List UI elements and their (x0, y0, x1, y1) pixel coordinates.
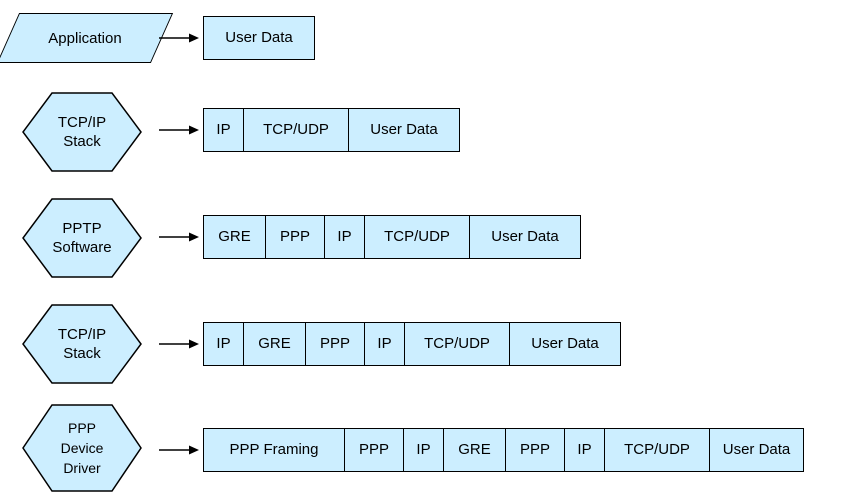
diagram-row-pptp-software: PPTP Software GRE PPP IP TCP/UDP User Da… (0, 0, 844, 278)
packet-field: User Data (710, 429, 803, 471)
packet-field: GRE (204, 216, 266, 258)
diagram-row-tcpip-1: TCP/IP Stack IP TCP/UDP User Data (0, 0, 844, 172)
packet-field: PPP (345, 429, 404, 471)
layer-label-tcpip-stack-2: TCP/IP Stack (57, 326, 107, 362)
arrow-right-icon-row-1 (159, 32, 199, 44)
layer-label-pptp-software: PPTP Software (52, 220, 112, 256)
layer-shape-tcpip-stack-2: TCP/IP Stack (22, 304, 142, 384)
packet-field: GRE (244, 323, 306, 365)
packet-field: PPP (306, 323, 365, 365)
packet-field: PPP (506, 429, 565, 471)
packet-field: GRE (444, 429, 506, 471)
packet-bar-ppp-device-driver: PPP Framing PPP IP GRE PPP IP TCP/UDP Us… (203, 428, 804, 472)
packet-field: TCP/UDP (405, 323, 510, 365)
layer-label-application: Application (48, 29, 122, 47)
packet-field: PPP Framing (204, 429, 345, 471)
diagram-row-tcpip-2: TCP/IP Stack IP GRE PPP IP TCP/UDP User … (0, 0, 844, 384)
packet-field: TCP/UDP (365, 216, 470, 258)
packet-bar-application: User Data (203, 16, 315, 60)
packet-field: IP (365, 323, 405, 365)
hexagon-background (22, 198, 142, 278)
packet-field: IP (204, 323, 244, 365)
layer-shape-ppp-device-driver: PPP Device Driver (22, 404, 142, 492)
packet-field: IP (325, 216, 365, 258)
packet-field: IP (204, 109, 244, 151)
packet-field: User Data (349, 109, 459, 151)
arrow-right-icon-row-3 (159, 231, 199, 243)
layer-shape-tcpip-stack-1: TCP/IP Stack (22, 92, 142, 172)
diagram-row-application: Application User Data (0, 0, 844, 100)
packet-field: TCP/UDP (244, 109, 349, 151)
hexagon-background (22, 404, 142, 492)
packet-field: TCP/UDP (605, 429, 710, 471)
packet-bar-tcpip-1: IP TCP/UDP User Data (203, 108, 460, 152)
packet-bar-tcpip-2: IP GRE PPP IP TCP/UDP User Data (203, 322, 621, 366)
hexagon-background (22, 92, 142, 172)
layer-shape-application: Application (0, 13, 174, 63)
packet-field: User Data (204, 17, 314, 59)
layer-shape-pptp-software: PPTP Software (22, 198, 142, 278)
packet-field: IP (404, 429, 444, 471)
arrow-right-icon-row-4 (159, 338, 199, 350)
arrow-right-icon-row-2 (159, 124, 199, 136)
packet-field: PPP (266, 216, 325, 258)
layer-label-tcpip-stack-1: TCP/IP Stack (57, 114, 107, 150)
packet-field: IP (565, 429, 605, 471)
packet-field: User Data (510, 323, 620, 365)
hexagon-background (22, 304, 142, 384)
layer-label-ppp-device-driver: PPP Device Driver (60, 420, 104, 476)
arrow-right-icon-row-5 (159, 444, 199, 456)
packet-bar-pptp-software: GRE PPP IP TCP/UDP User Data (203, 215, 581, 259)
packet-field: User Data (470, 216, 580, 258)
